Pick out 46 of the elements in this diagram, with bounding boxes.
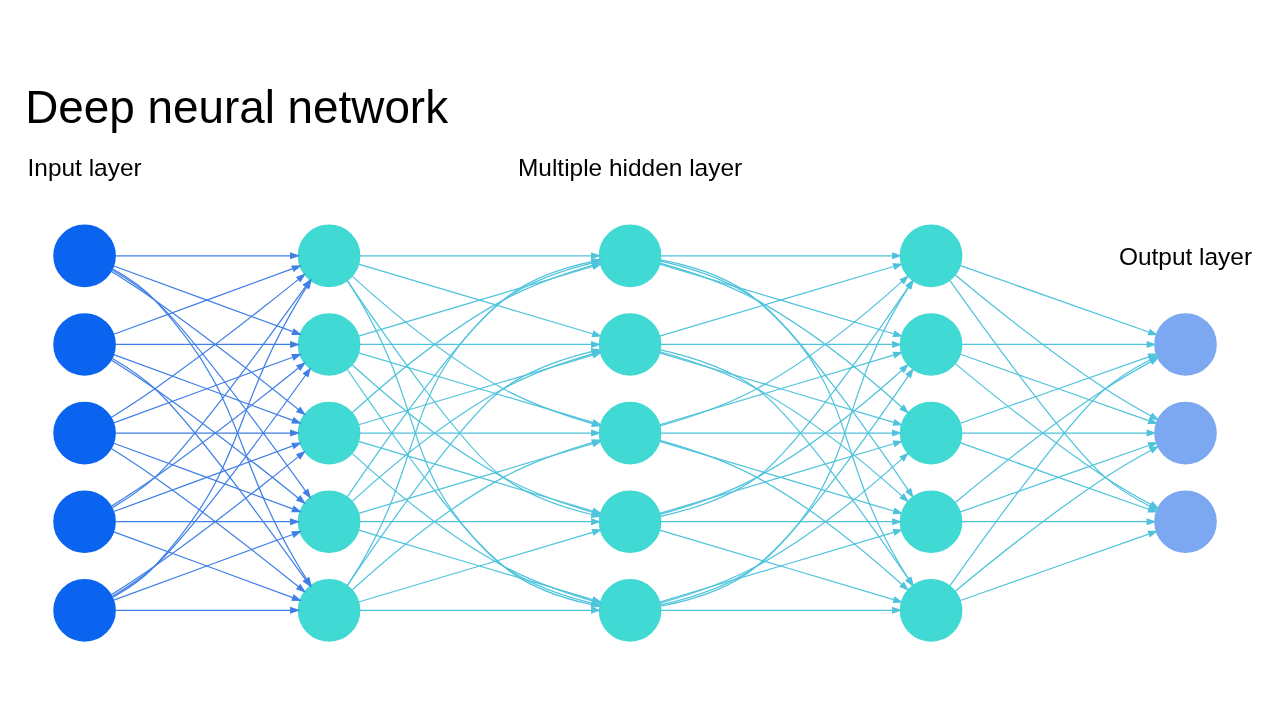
arrow — [114, 429, 301, 437]
label: Multiple hidden layer — [518, 153, 743, 181]
node-circle — [53, 312, 116, 376]
label: Output layer — [1118, 242, 1253, 270]
node-circle — [53, 401, 116, 464]
node-circle — [598, 578, 662, 642]
arrow — [660, 251, 903, 259]
node-circle — [1154, 312, 1217, 376]
label: Input layer — [27, 153, 142, 181]
arrow — [660, 517, 903, 525]
arrow — [959, 264, 1159, 335]
arrow — [959, 530, 1159, 601]
arrow — [961, 340, 1157, 348]
arrow — [659, 350, 910, 502]
node-circle — [598, 401, 662, 464]
arrow — [113, 442, 302, 512]
arrow — [114, 251, 301, 259]
node-circle — [53, 489, 116, 553]
node-circle — [53, 578, 116, 642]
arrow — [113, 530, 302, 601]
node-circle — [1154, 489, 1217, 553]
arrow — [114, 606, 301, 614]
node-circle — [1154, 401, 1217, 464]
arrow — [961, 517, 1157, 525]
node-circle — [598, 224, 662, 287]
node-circle — [53, 224, 116, 287]
arrow — [660, 606, 903, 614]
arrow — [659, 439, 910, 591]
diagram-title: Deep neural network — [25, 81, 449, 133]
arrow — [359, 606, 602, 614]
arrow — [659, 363, 910, 515]
arrow — [359, 429, 602, 437]
arrow — [113, 353, 302, 424]
node-circle — [598, 489, 662, 553]
arrow — [660, 340, 903, 348]
arrow — [961, 429, 1157, 437]
arrow — [660, 429, 903, 437]
node-circle — [598, 312, 662, 376]
arrow — [114, 340, 301, 348]
arrow — [659, 528, 904, 603]
arrow — [359, 517, 602, 525]
arrow — [114, 517, 301, 525]
arrow — [359, 340, 602, 348]
arrow — [659, 451, 910, 604]
arrow — [113, 264, 302, 335]
arrow — [359, 251, 602, 259]
